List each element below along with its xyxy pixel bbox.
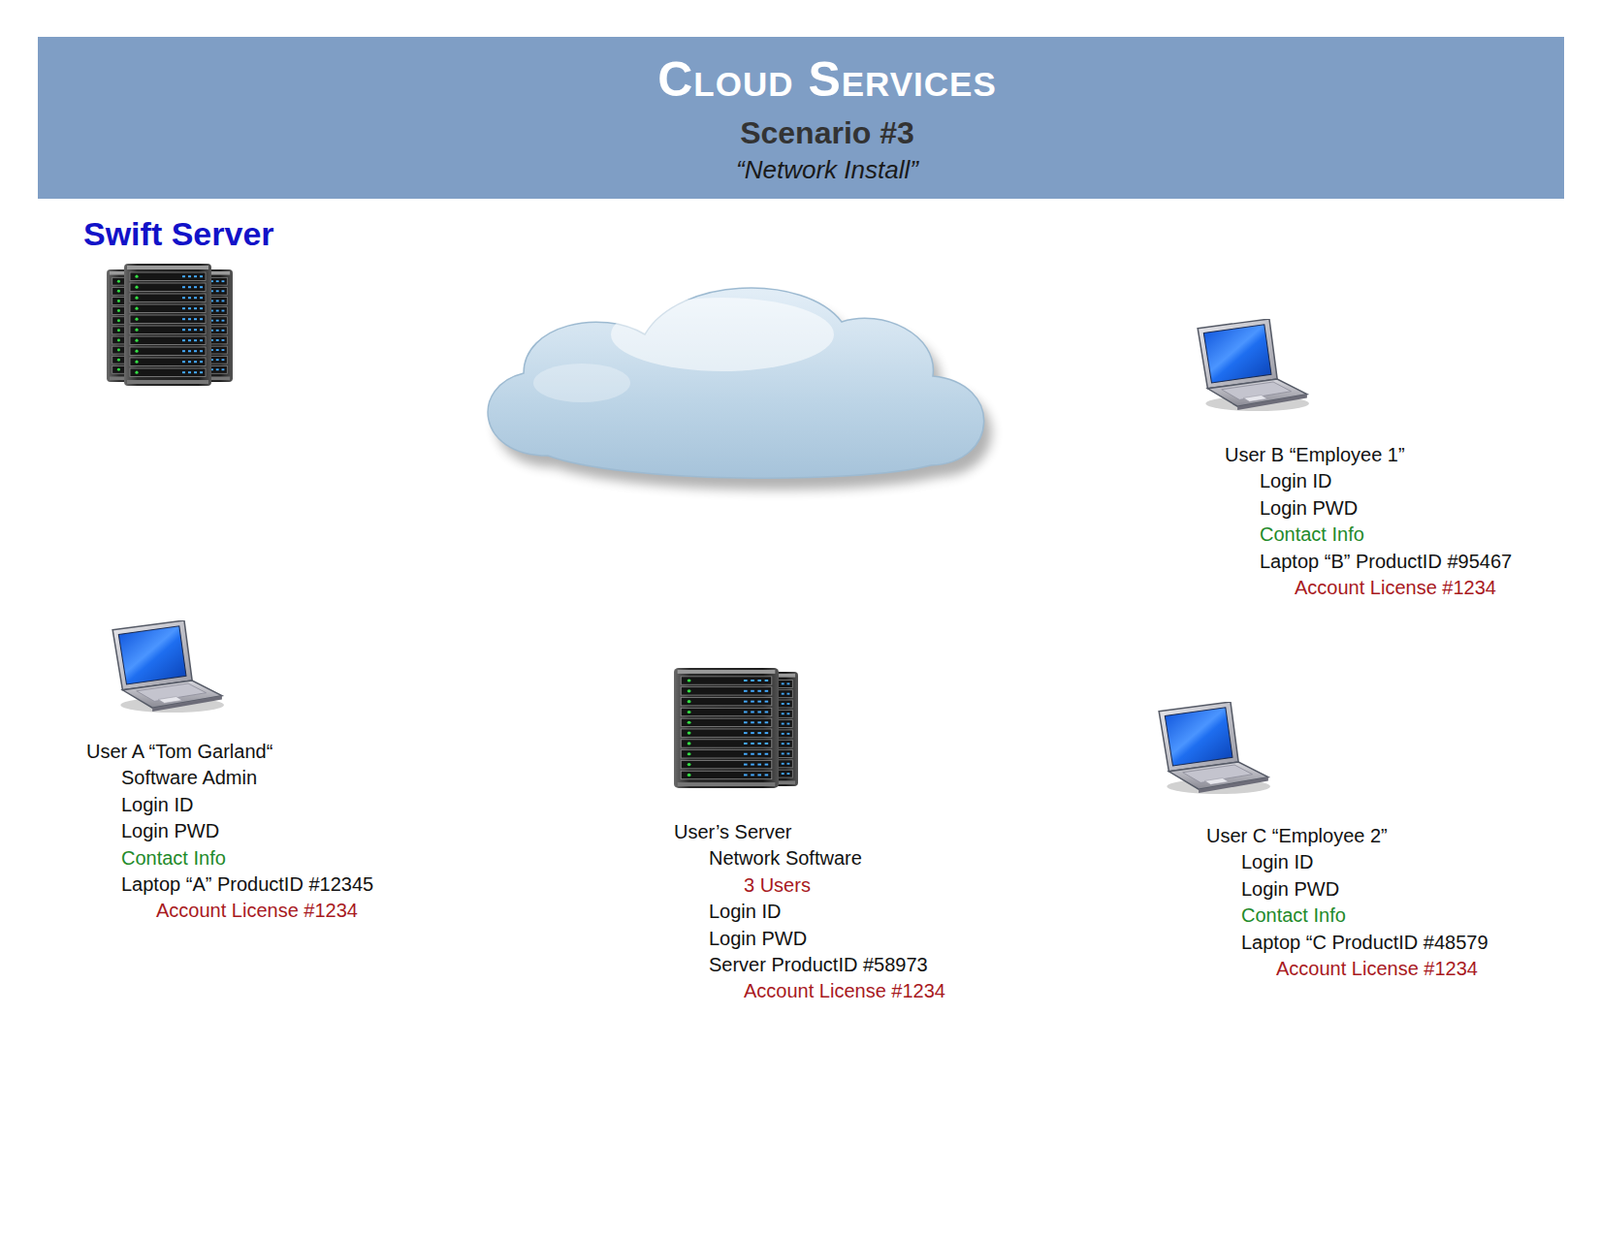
info-line: Network Software [708, 845, 946, 872]
cloud-shape [487, 288, 992, 490]
info-line: Account License #1234 [156, 897, 374, 925]
diagram-title: Cloud Services [245, 50, 1409, 109]
info-line: Login ID [1259, 468, 1512, 495]
device-info: User B “Employee 1”Login IDLogin PWDCont… [1224, 440, 1516, 604]
swift-server-icon [106, 263, 233, 386]
title-banner [37, 36, 1565, 199]
info-line: Login PWD [1259, 495, 1512, 522]
server-name: Swift Server [83, 214, 275, 254]
device-info: User A “Tom Garland“Software AdminLogin … [86, 736, 378, 928]
info-line: 3 Users [743, 872, 946, 899]
server-heading: Swift Server [83, 212, 279, 256]
info-line: Login PWD [1241, 876, 1489, 903]
device-info: User’s ServerNetwork Software3 UsersLogi… [673, 817, 950, 1008]
user-server-icon [673, 668, 799, 789]
user-name: User C “Employee 2” [1206, 823, 1489, 850]
info-line: Account License #1234 [1276, 956, 1489, 983]
device-info: User C “Employee 2”Login IDLogin PWDCont… [1206, 821, 1493, 985]
info-line: Laptop “A” ProductID #12345 [121, 871, 374, 898]
scenario-subtitle: “Network Install” [245, 154, 1409, 186]
info-line: Account License #1234 [743, 978, 946, 1005]
info-line: Contact Info [1241, 902, 1489, 929]
user-name: User A “Tom Garland“ [86, 738, 374, 766]
laptop-icon [1158, 702, 1271, 795]
info-line: Laptop “B” ProductID #95467 [1259, 548, 1512, 576]
info-line: Login PWD [121, 818, 374, 845]
user-name: User’s Server [673, 819, 946, 846]
info-line: Contact Info [1259, 521, 1512, 548]
info-line: Login PWD [708, 926, 946, 953]
info-line: Server ProductID #58973 [708, 952, 946, 979]
info-line: Login ID [1241, 849, 1489, 876]
laptop-icon [112, 620, 224, 713]
info-line: Login ID [708, 898, 946, 926]
info-line: Account License #1234 [1294, 575, 1512, 602]
info-line: Laptop “C ProductID #48579 [1241, 929, 1489, 957]
info-line: Login ID [121, 792, 374, 819]
laptop-icon [1197, 319, 1310, 412]
info-line: Contact Info [121, 845, 374, 872]
scenario-label: Scenario #3 [245, 114, 1409, 152]
info-line: Software Admin [121, 765, 374, 792]
user-name: User B “Employee 1” [1224, 442, 1512, 469]
